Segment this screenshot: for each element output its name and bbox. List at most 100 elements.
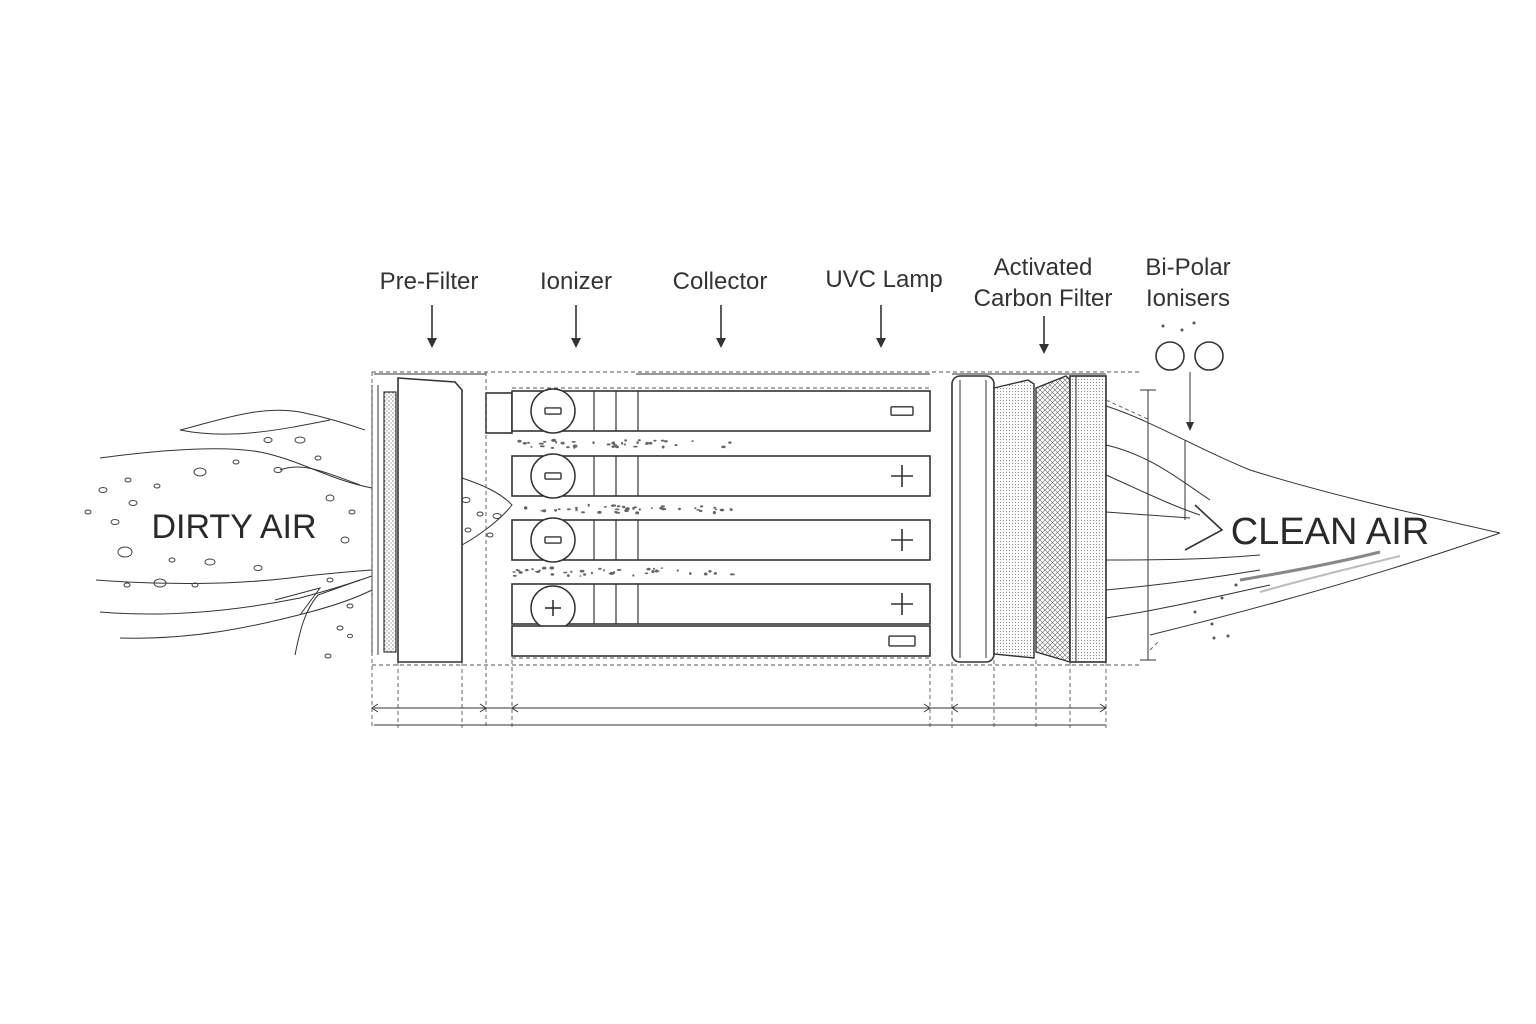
particle [691, 440, 694, 442]
minus-icon [888, 635, 916, 647]
particle [611, 445, 615, 448]
uvc-lamp-label: UVC Lamp [825, 266, 942, 293]
particle [638, 508, 641, 511]
particle [598, 567, 602, 570]
particle [550, 446, 555, 449]
particle [622, 505, 626, 509]
particle [636, 441, 639, 444]
activated-carbon-filter [951, 375, 1107, 663]
particle [570, 570, 573, 573]
particle [582, 573, 587, 576]
particle [614, 508, 620, 511]
particle [603, 506, 608, 508]
particle [661, 445, 665, 449]
clean-air-particles [1193, 583, 1238, 640]
particle [555, 441, 558, 444]
particle [713, 506, 717, 509]
minus-shape [544, 536, 562, 544]
bipolar-ioniser-icon [1155, 321, 1224, 371]
minus-shape [890, 406, 914, 416]
particle [660, 505, 666, 508]
minus-icon [544, 407, 562, 415]
particle [652, 567, 656, 570]
particle [633, 445, 638, 448]
particle [522, 442, 527, 445]
particle [632, 574, 635, 577]
particle [689, 572, 692, 575]
particle [664, 440, 668, 443]
particle [566, 446, 570, 449]
particle [587, 503, 590, 507]
particle [579, 569, 585, 573]
plus-icon [545, 600, 561, 616]
pre-filter-arrow-icon [427, 305, 437, 348]
particle [590, 571, 594, 575]
plus-icon [891, 529, 913, 551]
particle [515, 568, 519, 572]
particle [696, 509, 700, 511]
particle [518, 571, 523, 574]
particle [624, 439, 627, 442]
dirty-air-flow [95, 409, 373, 656]
minus-icon [544, 472, 562, 480]
particle [560, 441, 565, 445]
particle [625, 507, 630, 510]
particle [708, 569, 712, 573]
particle [616, 505, 621, 508]
collector-plate [511, 519, 931, 561]
plus-icon [891, 593, 913, 615]
particle [606, 443, 611, 446]
particle [523, 506, 528, 510]
particle [614, 444, 618, 448]
particle [538, 442, 544, 445]
particle [621, 441, 623, 445]
particle [653, 439, 657, 442]
particle [602, 569, 605, 572]
particle [530, 446, 533, 448]
particle [542, 566, 547, 570]
particle [543, 440, 547, 443]
particle [721, 445, 726, 449]
particle [549, 566, 555, 570]
particle [660, 439, 665, 442]
particle [719, 508, 725, 512]
particle [535, 570, 540, 573]
dimension-lines [371, 371, 1161, 728]
particle [728, 441, 732, 444]
minus-icon [544, 536, 562, 544]
collector-plate [511, 455, 931, 497]
dirty-air-particles [84, 436, 502, 659]
particle [571, 441, 576, 443]
particle [539, 445, 545, 448]
particle [650, 507, 654, 509]
particle [581, 511, 585, 514]
particle [557, 508, 561, 511]
particle [676, 569, 679, 572]
uvc-lamp-arrow-icon [876, 305, 886, 348]
collector-plate [511, 390, 931, 432]
clean-air-flow [1105, 405, 1501, 636]
ionizer-label: Ionizer [540, 268, 612, 295]
particle [659, 506, 664, 510]
particle [660, 567, 663, 569]
carbon-filter-arrow-icon [1039, 316, 1049, 354]
particle [566, 508, 571, 511]
particle [674, 444, 678, 447]
particle [608, 572, 614, 575]
particle [635, 511, 640, 515]
particle [597, 510, 602, 514]
ionizer-collector-rows [511, 388, 931, 657]
particle [648, 441, 653, 445]
collector-label: Collector [673, 268, 768, 295]
particle [694, 507, 697, 510]
particle [550, 573, 555, 576]
particle [700, 505, 704, 508]
collector-plate-bottom [511, 625, 931, 657]
particle [616, 569, 622, 571]
particle [633, 506, 637, 509]
particle [563, 571, 568, 574]
particle [579, 575, 582, 577]
particle [525, 568, 529, 572]
particle [575, 508, 578, 512]
particle [542, 509, 547, 513]
